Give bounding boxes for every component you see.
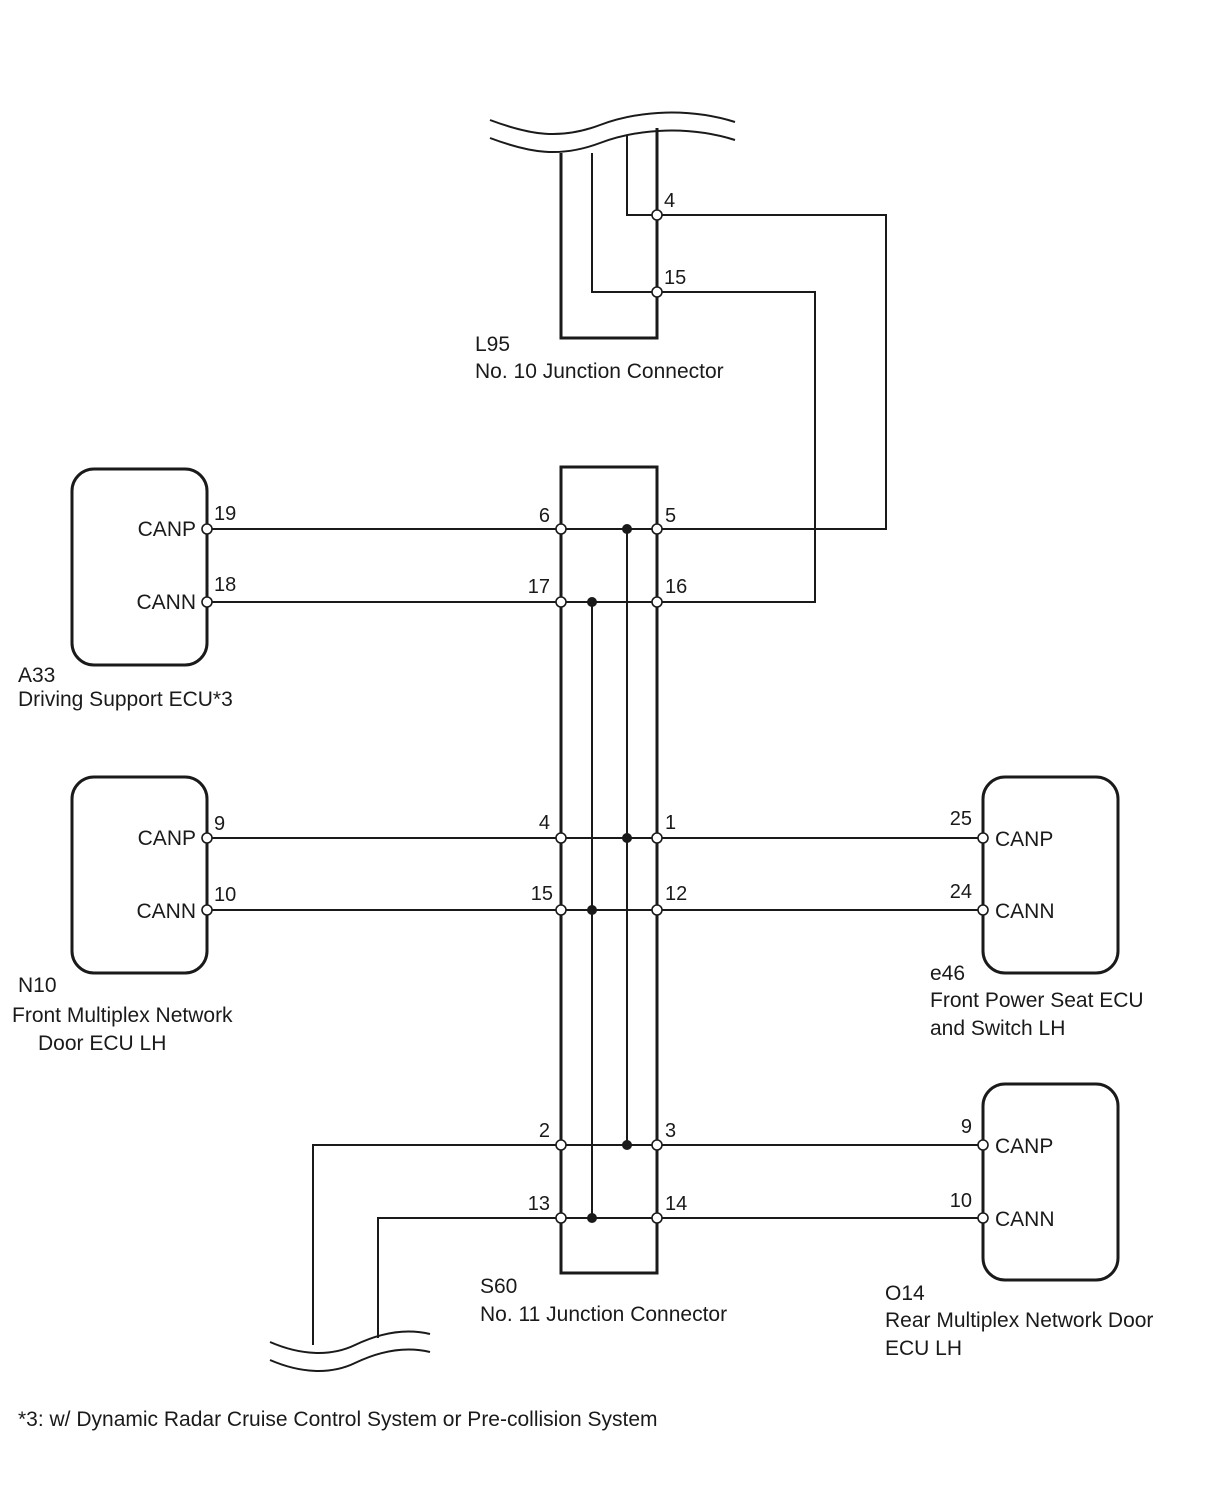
s60-pin-14: 14 bbox=[665, 1193, 687, 1215]
n10-code: N10 bbox=[18, 974, 57, 997]
s60-pin-6: 6 bbox=[539, 505, 550, 527]
l95-pin-4 bbox=[651, 209, 663, 221]
s60-code: S60 bbox=[480, 1275, 517, 1298]
o14-cann-pin: 10 bbox=[950, 1190, 972, 1212]
n10-canp-pin: 9 bbox=[214, 813, 225, 835]
s60-pin-5: 5 bbox=[665, 505, 676, 527]
s60-pin-4: 4 bbox=[539, 812, 550, 834]
a33-name: Driving Support ECU*3 bbox=[18, 688, 233, 711]
a33-canp-label: CANP bbox=[138, 518, 196, 541]
top-break-symbol bbox=[489, 111, 736, 153]
o14-cann-label: CANN bbox=[995, 1208, 1055, 1231]
o14-code: O14 bbox=[885, 1282, 925, 1305]
a33-cann-pin: 18 bbox=[214, 574, 236, 596]
footnote: *3: w/ Dynamic Radar Cruise Control Syst… bbox=[18, 1408, 658, 1431]
s60-pin-2: 2 bbox=[539, 1120, 550, 1142]
e46-name-line1: Front Power Seat ECU bbox=[930, 989, 1144, 1012]
bottom-wires bbox=[312, 1144, 556, 1345]
a33-cann-label: CANN bbox=[136, 591, 196, 614]
o14-canp-pin: 9 bbox=[961, 1116, 972, 1138]
s60-pin-15: 15 bbox=[531, 883, 553, 905]
o14-name-line2: ECU LH bbox=[885, 1337, 962, 1360]
n10-cann-pin: 10 bbox=[214, 884, 236, 906]
s60-name: No. 11 Junction Connector bbox=[480, 1303, 727, 1326]
a33-canp-pin: 19 bbox=[214, 503, 236, 525]
s60-pin-16: 16 bbox=[665, 576, 687, 598]
n10-name-line2: Door ECU LH bbox=[38, 1032, 166, 1055]
e46-ecu: CANP CANN 25 24 e46 Front Power Seat ECU… bbox=[662, 775, 1144, 1040]
e46-cann-label: CANN bbox=[995, 900, 1055, 923]
l95-pin-15-label: 15 bbox=[664, 267, 686, 289]
l95-name: No. 10 Junction Connector bbox=[475, 360, 724, 383]
e46-cann-pin: 24 bbox=[950, 881, 972, 903]
e46-canp-label: CANP bbox=[995, 828, 1053, 851]
l95-to-s60-wires bbox=[662, 214, 887, 603]
n10-canp-label: CANP bbox=[138, 827, 196, 850]
s60-pin-17: 17 bbox=[528, 576, 550, 598]
o14-ecu: CANP CANN 9 10 O14 Rear Multiplex Networ… bbox=[662, 1082, 1153, 1360]
s60-pin-1: 1 bbox=[665, 812, 676, 834]
s60-junction-connector: 6 5 17 16 4 1 15 12 2 3 13 14 S60 No. 11… bbox=[480, 465, 727, 1326]
s60-pin-12: 12 bbox=[665, 883, 687, 905]
o14-name-line1: Rear Multiplex Network Door bbox=[885, 1309, 1153, 1332]
l95-junction-connector: 4 15 L95 No. 10 Junction Connector bbox=[475, 128, 724, 383]
e46-name-line2: and Switch LH bbox=[930, 1017, 1065, 1040]
l95-pin-15 bbox=[651, 286, 663, 298]
s60-pin-13: 13 bbox=[528, 1193, 550, 1215]
n10-ecu: CANP CANN 9 10 N10 Front Multiplex Netwo… bbox=[12, 775, 556, 1055]
s60-pin-3: 3 bbox=[665, 1120, 676, 1142]
o14-canp-label: CANP bbox=[995, 1135, 1053, 1158]
l95-code: L95 bbox=[475, 333, 510, 356]
bottom-break-symbol bbox=[269, 1330, 431, 1372]
e46-canp-pin: 25 bbox=[950, 808, 972, 830]
n10-cann-label: CANN bbox=[136, 900, 196, 923]
a33-ecu: CANP CANN 19 18 A33 Driving Support ECU*… bbox=[18, 467, 556, 711]
l95-pin-4-label: 4 bbox=[664, 190, 675, 212]
e46-code: e46 bbox=[930, 962, 965, 985]
a33-code: A33 bbox=[18, 664, 55, 687]
n10-name-line1: Front Multiplex Network bbox=[12, 1004, 233, 1027]
